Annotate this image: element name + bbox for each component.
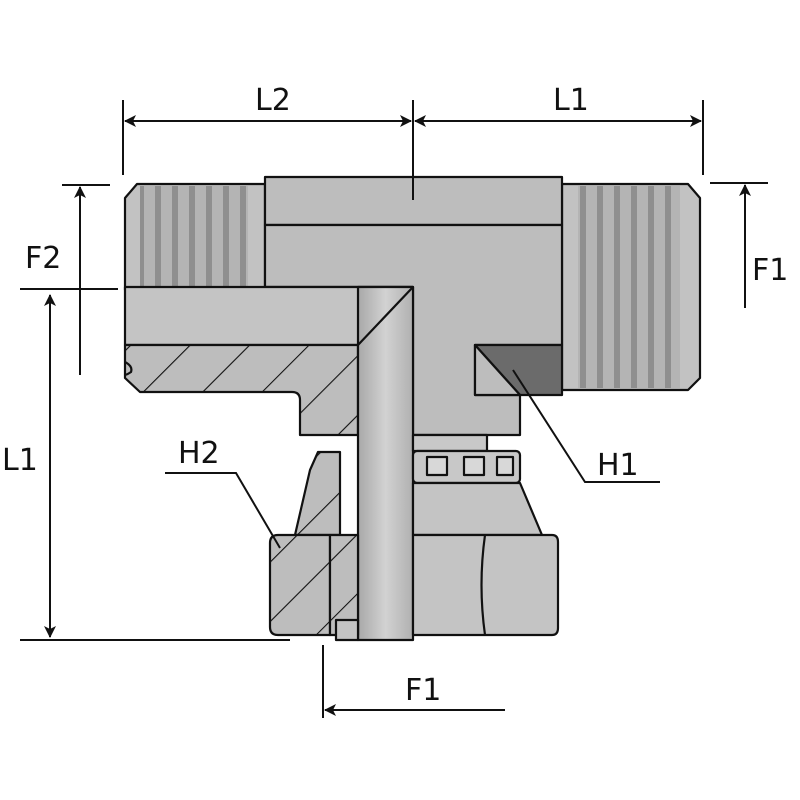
label-l2-top: L2: [255, 83, 291, 118]
label-f1-right: F1: [752, 253, 788, 288]
right-thread: [560, 182, 702, 392]
label-l1-left: L1: [2, 443, 38, 478]
label-l1-top: L1: [553, 83, 589, 118]
left-thread: [123, 182, 267, 292]
dimension-lines: [20, 100, 768, 718]
label-h2: H2: [178, 436, 220, 471]
swivel-nut: [268, 433, 560, 642]
tee-body: [123, 175, 564, 642]
label-h1: H1: [597, 448, 639, 483]
label-f2: F2: [25, 241, 61, 276]
label-f1-bottom: F1: [405, 673, 441, 708]
